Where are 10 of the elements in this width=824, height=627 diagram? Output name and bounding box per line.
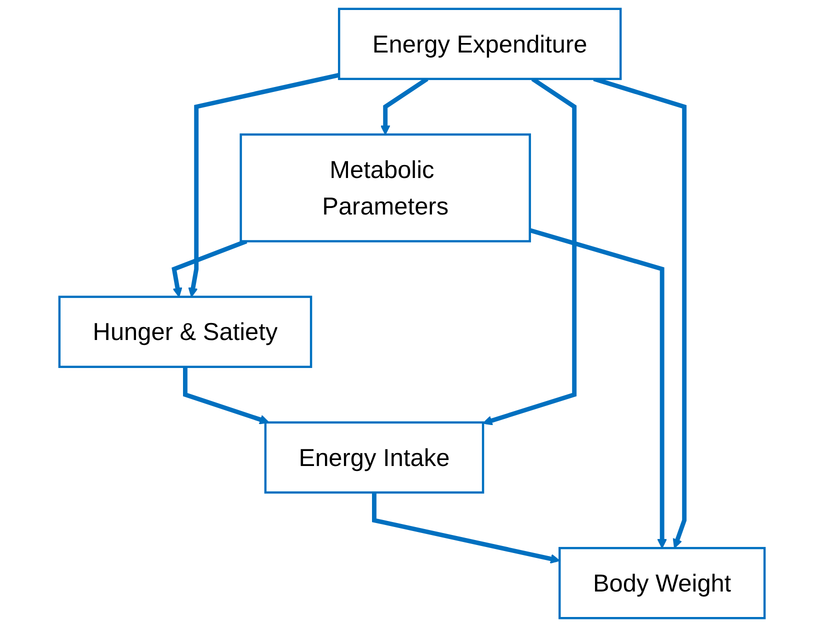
arrow xyxy=(188,72,340,298)
node-box: Energy Expenditure xyxy=(338,8,622,80)
arrow xyxy=(183,366,270,424)
arrow xyxy=(172,239,248,298)
node-box: Hunger & Satiety xyxy=(58,296,312,368)
node-box: Body Weight xyxy=(558,546,766,620)
arrow xyxy=(529,228,667,549)
node-box: Metabolic Parameters xyxy=(240,133,531,242)
node-box: Energy Intake xyxy=(264,421,484,494)
arrow xyxy=(372,492,560,564)
